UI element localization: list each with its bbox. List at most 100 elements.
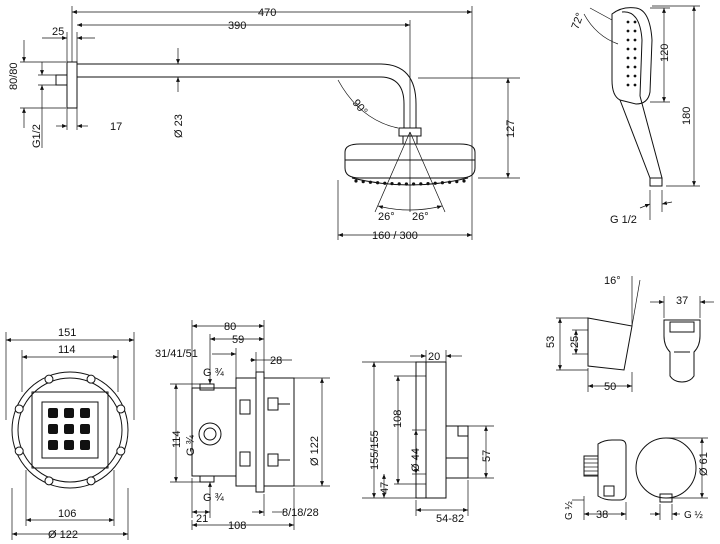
dim-37: 37 — [676, 295, 688, 307]
hand-shower-head — [611, 7, 653, 105]
port-left-label: G ¾ — [185, 434, 197, 456]
box-hole — [80, 408, 90, 418]
box-inner-circle — [17, 377, 123, 483]
mounting-box-side: 80 59 31/41/51 28 G ¾ G ¾ G ¾ 114 Ø 122 — [155, 320, 330, 532]
dim-72deg: 72° — [570, 11, 587, 31]
port-left — [203, 427, 217, 441]
side-plate — [255, 371, 265, 493]
dim-17: 17 — [110, 121, 122, 133]
dim-26deg-left: 26° — [378, 211, 395, 223]
hand-shower-nozzle — [633, 29, 637, 33]
box-hole — [64, 424, 74, 434]
hand-shower-thread — [649, 177, 663, 187]
outlet-thread-right: G ½ — [684, 510, 704, 521]
thermostat-body — [425, 361, 447, 499]
dim-120: 120 — [659, 44, 671, 62]
dim-28: 28 — [270, 355, 282, 367]
box-holes — [48, 408, 90, 450]
nozzle — [440, 181, 444, 185]
nozzles — [354, 179, 466, 186]
dim-d61: Ø 61 — [698, 452, 710, 476]
outlet-side — [597, 439, 627, 501]
port-top-label: G ¾ — [203, 367, 225, 379]
hand-shower-nozzle — [626, 56, 630, 60]
nozzle — [448, 180, 452, 184]
nozzle — [455, 180, 459, 184]
mounting-box-front: 151 114 106 Ø 122 — [5, 327, 135, 541]
hand-shower-nozzle — [633, 47, 637, 51]
box-hole — [48, 424, 58, 434]
hand-shower-nozzle — [626, 29, 630, 33]
dim-20: 20 — [428, 351, 440, 363]
nozzle — [368, 180, 372, 184]
dim-hs-thread: G 1/2 — [610, 214, 637, 226]
nozzle — [397, 182, 401, 186]
outlet-thread — [583, 455, 599, 477]
hand-shower-nozzle — [626, 38, 630, 42]
dim-25-bracket: 25 — [569, 336, 581, 348]
thermostat-view: 20 155/155 108 Ø 44 47 57 54-82 — [362, 350, 494, 525]
arm-tube-bottom — [77, 76, 405, 128]
box-core — [41, 401, 99, 459]
box-tab — [86, 476, 96, 486]
box-tab — [14, 446, 24, 456]
side-mid — [235, 377, 257, 487]
side-front — [263, 377, 295, 487]
hand-shower-nozzle — [633, 56, 637, 60]
box-tab — [116, 404, 126, 414]
bracket-front — [663, 319, 701, 383]
dim-16deg: 16° — [604, 275, 621, 287]
outlet-front — [635, 437, 697, 499]
hand-shower-nozzle — [626, 47, 630, 51]
hand-shower-view: 72° 120 180 G 1/2 — [570, 5, 700, 226]
box-frame — [31, 391, 109, 469]
dim-80-80: 80/80 — [8, 62, 20, 90]
dim-g1-2: G1/2 — [31, 124, 43, 148]
box-tab — [86, 374, 96, 384]
shower-arm-view: 470 390 25 80/80 G1/2 17 Ø 23 90 — [8, 6, 520, 242]
dim-127: 127 — [505, 120, 517, 138]
dim-108-therm: 108 — [392, 410, 404, 428]
box-hole — [80, 440, 90, 450]
box-hole — [64, 408, 74, 418]
dim-90deg: 90° — [350, 97, 370, 117]
dim-8-18-28: 8/18/28 — [282, 507, 319, 519]
nozzle — [390, 181, 394, 186]
outlet-thread-left: G ½ — [564, 500, 575, 520]
arm-tube-top — [77, 63, 417, 128]
hand-shower-nozzle — [633, 83, 637, 87]
nozzle — [426, 181, 430, 186]
dim-390: 390 — [228, 20, 246, 32]
wall-flange — [66, 61, 78, 109]
port-bottom-label: G ¾ — [203, 492, 225, 504]
hand-shower-nozzle — [633, 65, 637, 69]
nozzle — [412, 182, 416, 186]
hand-shower-nozzle — [626, 65, 630, 69]
nozzle — [383, 181, 387, 185]
wall-bracket-view: 16° 53 25 50 37 — [545, 275, 714, 393]
nozzle — [404, 182, 408, 186]
dim-155-155: 155/155 — [369, 430, 381, 470]
dim-31-41-51: 31/41/51 — [155, 348, 198, 360]
hand-shower-handle — [619, 95, 663, 179]
dim-25: 25 — [52, 26, 64, 38]
nozzle — [462, 179, 466, 183]
dim-26deg-right: 26° — [412, 211, 429, 223]
box-hole — [48, 440, 58, 450]
box-tabs — [14, 374, 126, 486]
dim-114: 114 — [58, 344, 76, 356]
dim-160-300: 160 / 300 — [372, 230, 418, 242]
nozzle — [419, 182, 423, 186]
nozzle — [376, 181, 380, 185]
box-tab — [44, 476, 54, 486]
hand-shower-nozzle — [633, 20, 637, 24]
dim-53: 53 — [545, 336, 557, 348]
dim-470: 470 — [258, 7, 276, 19]
box-tab — [116, 446, 126, 456]
outlet-thread-lines — [584, 458, 598, 476]
hand-shower-nozzle — [626, 83, 630, 87]
dim-80-side: 80 — [224, 321, 236, 333]
dim-50: 50 — [604, 381, 616, 393]
